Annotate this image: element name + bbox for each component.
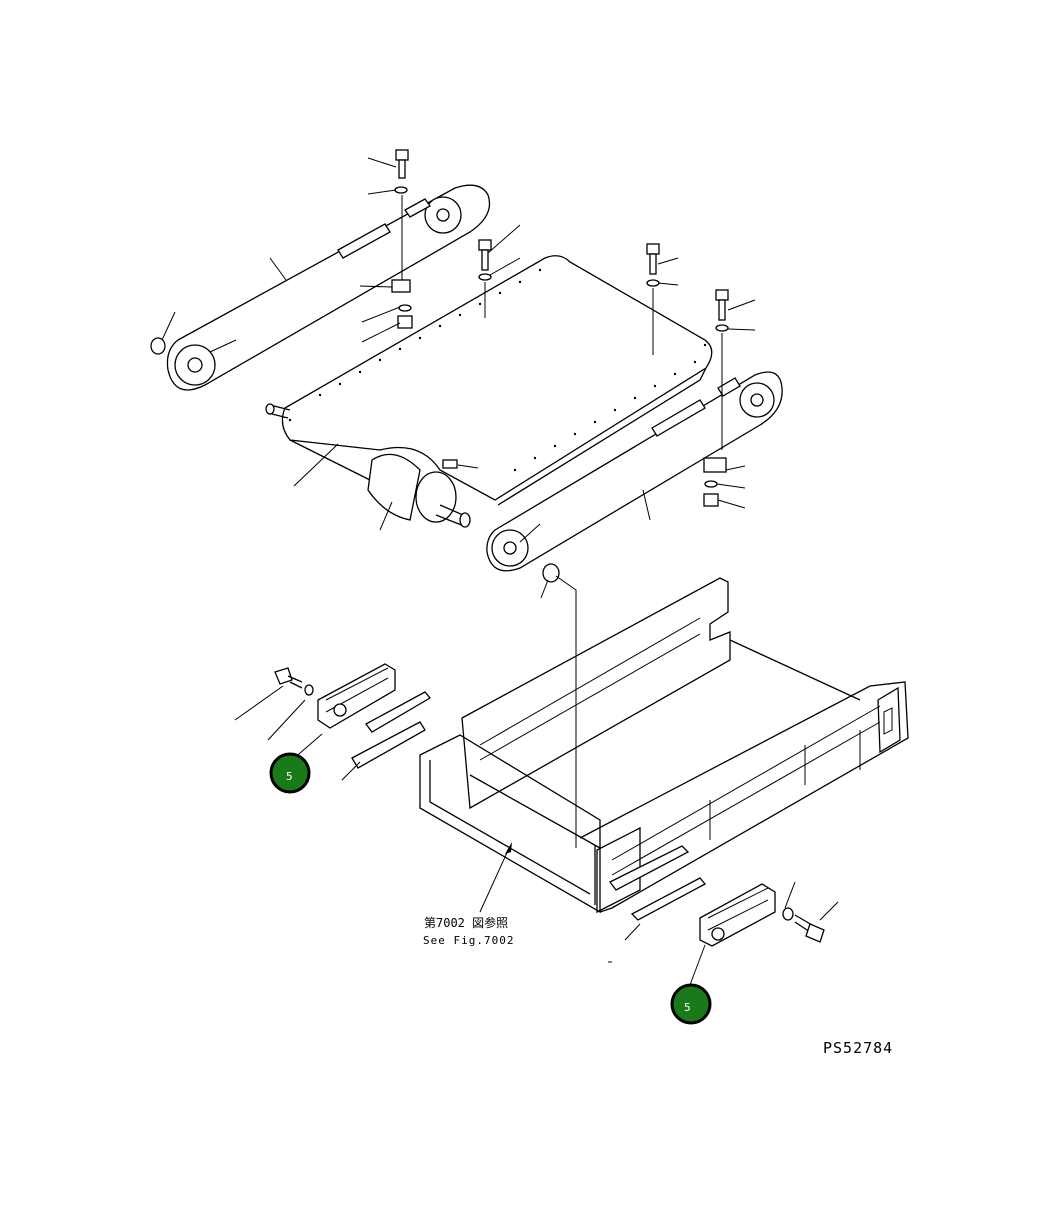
left-side-plate-assembly bbox=[274, 663, 431, 769]
see-fig-note-jp: 第7002 図参照 bbox=[424, 915, 508, 930]
conveyor-frame bbox=[419, 577, 909, 914]
leader-lines-upper bbox=[161, 157, 756, 599]
callout-left-label: 5 bbox=[286, 770, 293, 783]
right-rear-sprocket bbox=[491, 529, 529, 567]
right-front-sprocket bbox=[739, 382, 775, 418]
leader-lines-lower bbox=[234, 685, 839, 986]
fasteners bbox=[391, 149, 729, 507]
callout-left[interactable]: 5 bbox=[269, 752, 311, 794]
see-fig-note-en: See Fig.7002 bbox=[423, 934, 514, 947]
reference-arrow bbox=[479, 842, 512, 913]
conveyor-belt-assembly bbox=[265, 255, 713, 528]
callout-right-label: 5 bbox=[684, 1001, 691, 1014]
left-rear-sprocket bbox=[174, 344, 216, 386]
left-chain-assembly bbox=[150, 184, 491, 391]
callout-right[interactable]: 5 bbox=[670, 983, 712, 1025]
drawing-number: PS52784 bbox=[823, 1039, 893, 1057]
right-side-plate-assembly bbox=[609, 845, 825, 947]
left-front-sprocket bbox=[424, 196, 462, 234]
right-chain-assembly bbox=[486, 371, 783, 583]
